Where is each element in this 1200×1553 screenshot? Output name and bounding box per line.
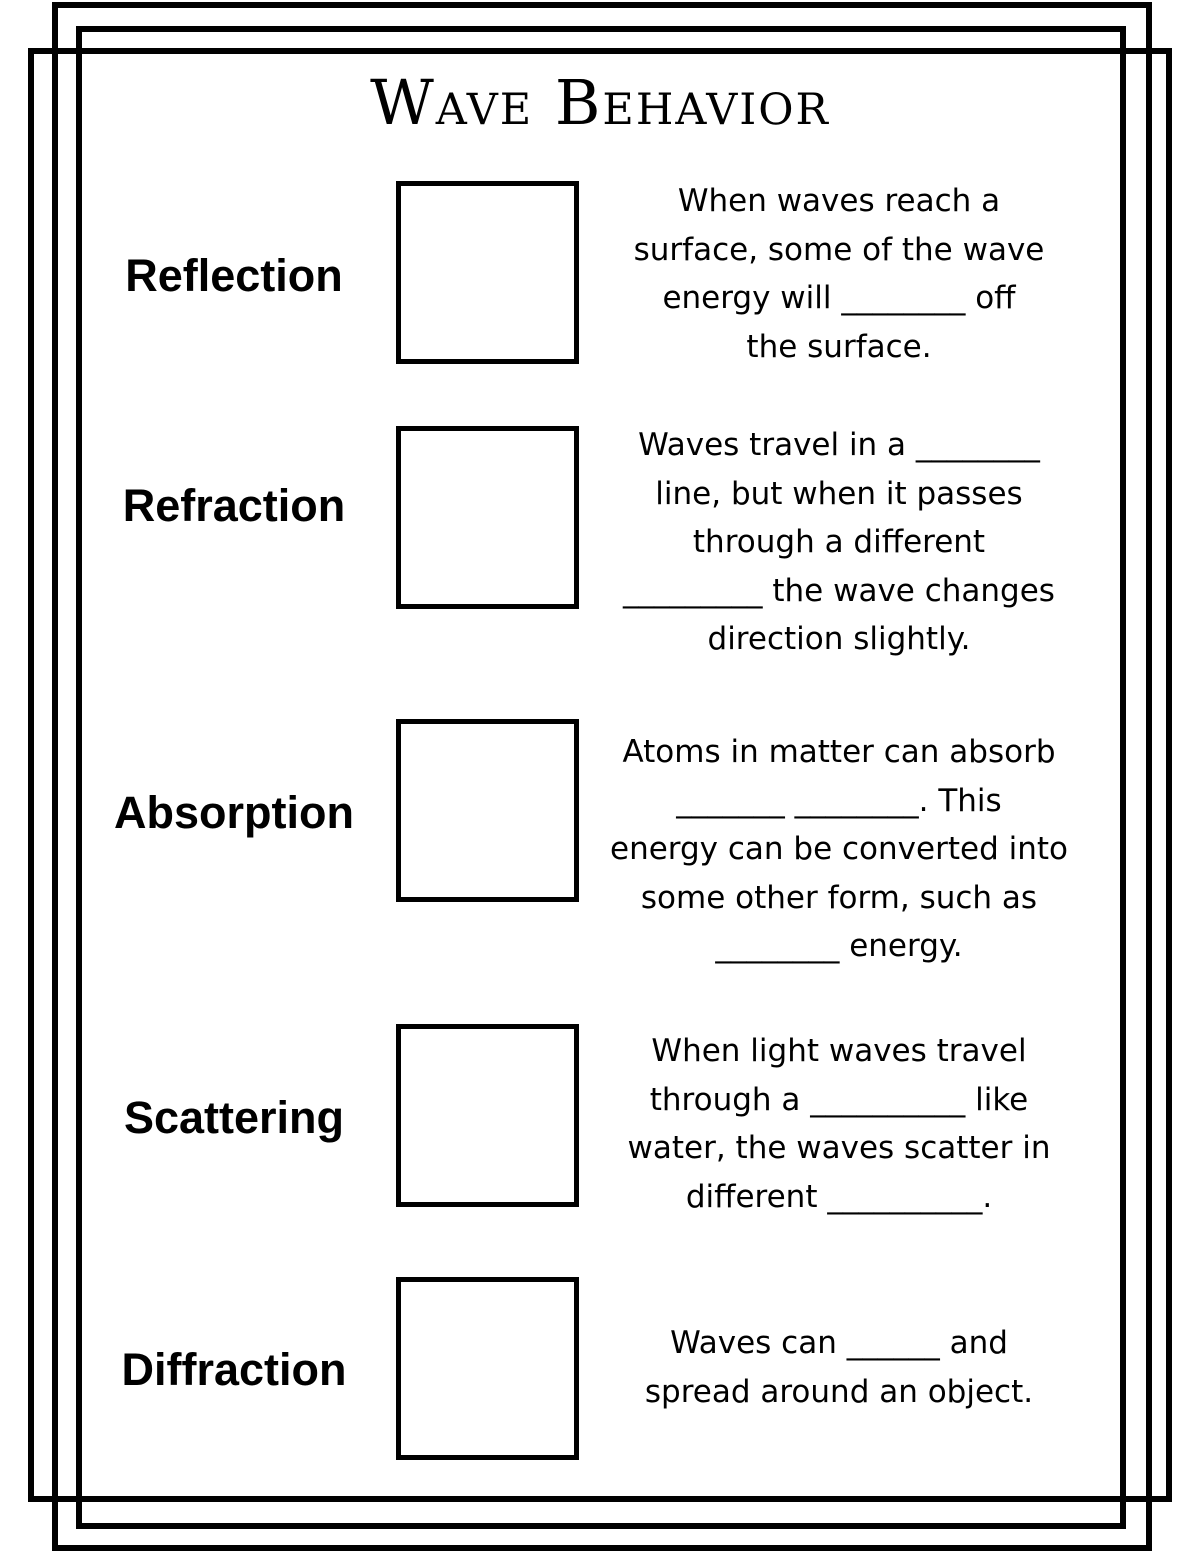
wide-border: [28, 48, 1172, 1502]
answer-box-refraction[interactable]: [396, 426, 579, 609]
worksheet-title: Wave Behavior: [370, 66, 830, 139]
term-diffraction: Diffraction: [121, 1344, 347, 1395]
description-diffraction: Waves can ______ and spread around an ob…: [644, 1325, 1034, 1410]
term-absorption: Absorption: [114, 787, 354, 838]
term-refraction: Refraction: [122, 480, 346, 531]
answer-box-reflection[interactable]: [396, 181, 579, 364]
description-reflection: When waves reach a surface, some of the …: [633, 183, 1045, 365]
outer-border: [52, 2, 1152, 1551]
description-refraction: Waves travel in a ________ line, but whe…: [623, 427, 1055, 657]
description-absorption: Atoms in matter can absorb _______ _____…: [610, 734, 1068, 964]
inner-border: [76, 26, 1126, 1529]
term-scattering: Scattering: [123, 1092, 345, 1143]
answer-box-scattering[interactable]: [396, 1024, 579, 1207]
description-scattering: When light waves travel through a ______…: [627, 1033, 1051, 1215]
answer-box-absorption[interactable]: [396, 719, 579, 902]
term-reflection: Reflection: [125, 250, 343, 301]
answer-box-diffraction[interactable]: [396, 1277, 579, 1460]
